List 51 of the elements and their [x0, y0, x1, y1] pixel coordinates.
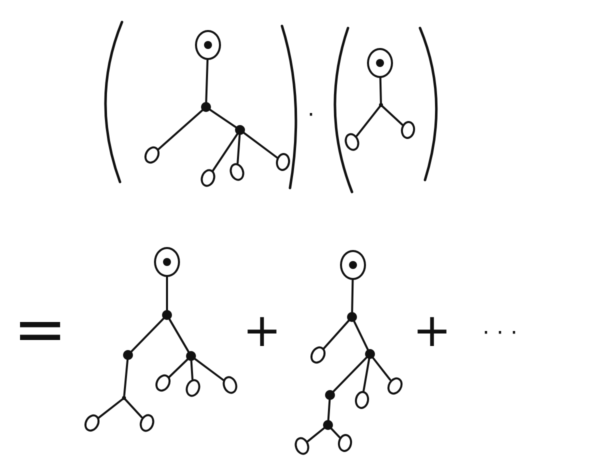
filled-dot-node	[162, 310, 172, 320]
tree-edge	[381, 105, 404, 126]
tree-edge	[205, 59, 209, 103]
tree-edge	[124, 398, 143, 418]
tree-edge	[209, 108, 237, 128]
filled-dot-node	[123, 350, 133, 360]
tree-edge	[194, 358, 225, 382]
filled-dot-node	[235, 125, 245, 135]
tree-edge	[96, 398, 124, 420]
tree-edge	[322, 320, 350, 350]
filled-dot-node	[323, 420, 333, 430]
tree-edge	[356, 106, 381, 137]
tree-edge	[379, 77, 382, 104]
filled-dot-node	[186, 351, 196, 361]
tree-edge	[130, 318, 164, 352]
tree-edge	[351, 279, 354, 313]
equals-sign: =	[13, 298, 67, 362]
ringed-dot-node	[154, 247, 180, 277]
filled-dot-node	[201, 102, 211, 112]
filled-dot-node	[365, 349, 375, 359]
tree-edge	[168, 318, 190, 353]
ellipsis: · · ·	[482, 323, 518, 345]
open-ellipse-node	[400, 120, 416, 140]
tree-edge	[123, 358, 129, 397]
ringed-dot-node	[195, 30, 221, 60]
tree-edge	[332, 356, 368, 392]
ringed-dot-node	[367, 48, 393, 78]
tree-edge	[190, 360, 194, 380]
tree-edge	[212, 133, 238, 172]
tree-edge	[353, 320, 369, 350]
junction-point	[379, 103, 383, 107]
tree-edge	[306, 427, 326, 442]
open-ellipse-node	[354, 390, 370, 410]
open-ellipse-node	[342, 131, 362, 153]
tree-edge	[236, 134, 241, 164]
filled-dot-node	[347, 312, 357, 322]
multiplication-dot: ·	[308, 105, 314, 127]
open-ellipse-node	[274, 152, 292, 172]
tree-edge	[243, 132, 278, 158]
junction-point	[122, 396, 126, 400]
ringed-dot-node	[340, 250, 366, 280]
tree-edge	[166, 276, 168, 311]
tree-edge	[327, 399, 331, 421]
plus-sign: +	[242, 307, 282, 353]
tree-edge	[372, 356, 392, 381]
tree-edge	[168, 358, 188, 379]
open-ellipse-node	[336, 432, 354, 454]
tree-edge	[156, 109, 204, 151]
filled-dot-node	[325, 390, 335, 400]
tree-edge	[330, 428, 341, 438]
plus-sign: +	[412, 307, 452, 353]
